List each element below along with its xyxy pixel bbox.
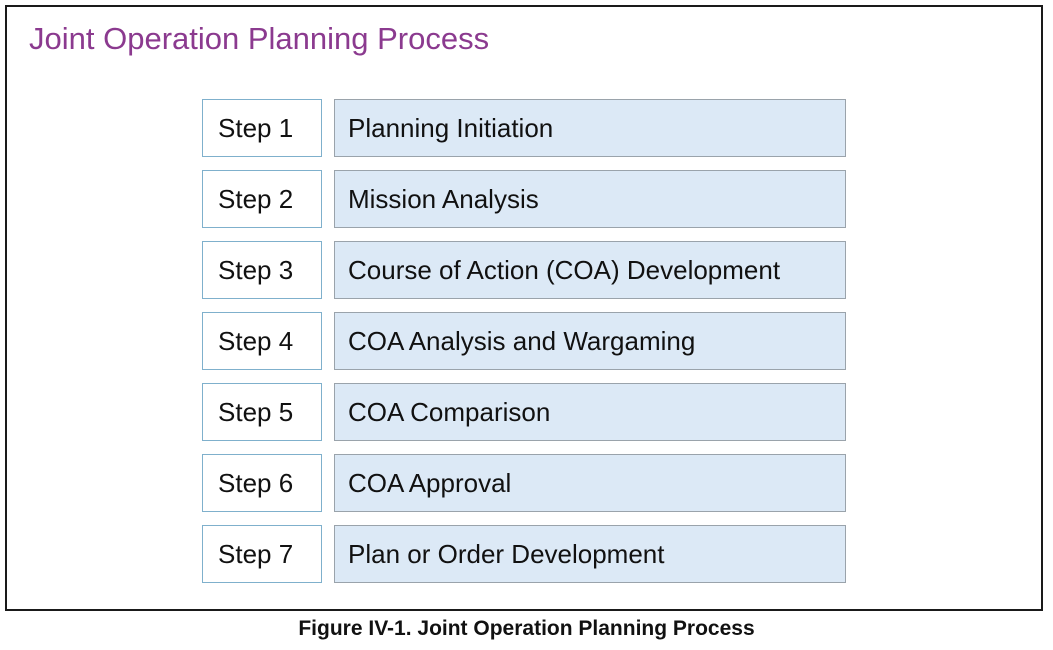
step-description: COA Analysis and Wargaming	[334, 312, 846, 370]
step-description: COA Approval	[334, 454, 846, 512]
step-row-1: Step 1 Planning Initiation	[202, 99, 848, 157]
steps-list: Step 1 Planning Initiation Step 2 Missio…	[202, 99, 848, 596]
figure-frame: Joint Operation Planning Process Step 1 …	[5, 5, 1043, 611]
step-label: Step 1	[202, 99, 322, 157]
step-label: Step 5	[202, 383, 322, 441]
step-label: Step 2	[202, 170, 322, 228]
step-label: Step 7	[202, 525, 322, 583]
step-description: COA Comparison	[334, 383, 846, 441]
step-row-4: Step 4 COA Analysis and Wargaming	[202, 312, 848, 370]
step-row-6: Step 6 COA Approval	[202, 454, 848, 512]
step-description: Course of Action (COA) Development	[334, 241, 846, 299]
step-label: Step 6	[202, 454, 322, 512]
step-row-7: Step 7 Plan or Order Development	[202, 525, 848, 583]
step-description: Planning Initiation	[334, 99, 846, 157]
figure-caption: Figure IV-1. Joint Operation Planning Pr…	[298, 617, 755, 640]
step-description: Mission Analysis	[334, 170, 846, 228]
step-row-5: Step 5 COA Comparison	[202, 383, 848, 441]
step-label: Step 4	[202, 312, 322, 370]
step-row-2: Step 2 Mission Analysis	[202, 170, 848, 228]
diagram-title: Joint Operation Planning Process	[29, 21, 490, 56]
step-row-3: Step 3 Course of Action (COA) Developmen…	[202, 241, 848, 299]
step-label: Step 3	[202, 241, 322, 299]
step-description: Plan or Order Development	[334, 525, 846, 583]
